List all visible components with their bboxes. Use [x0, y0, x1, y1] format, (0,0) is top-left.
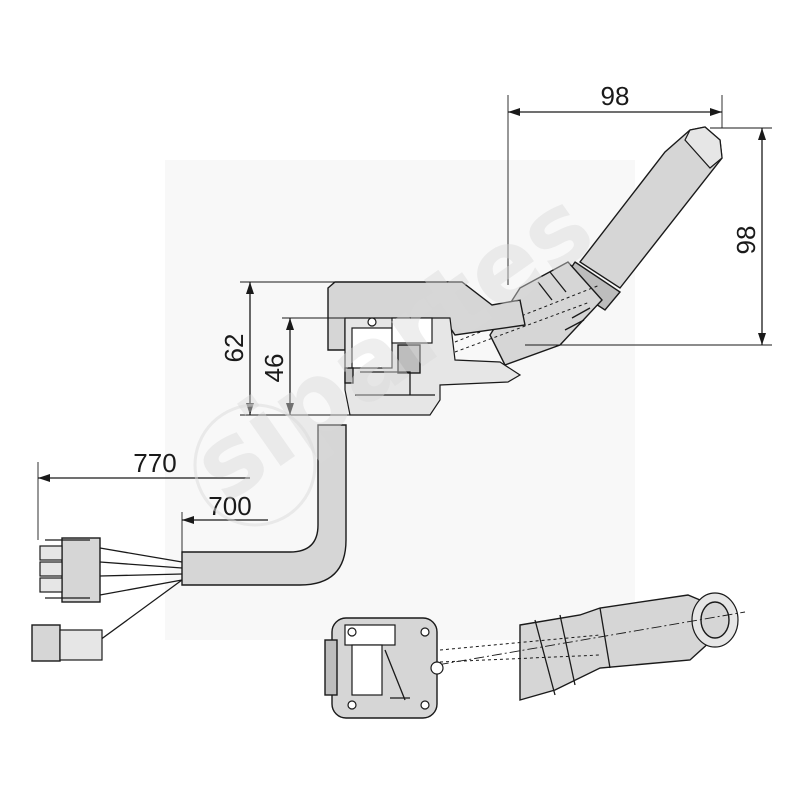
switch-tab: [344, 367, 354, 384]
dimension-cable-700: 700: [181, 491, 268, 552]
boot-rib-1: [537, 281, 553, 301]
switch-detail-line: [360, 371, 411, 395]
wire-4: [99, 579, 183, 596]
dimension-cable-770: 770: [37, 448, 250, 540]
wire-5: [99, 579, 183, 641]
boot-rib-3: [571, 307, 591, 319]
wire-2: [99, 561, 183, 569]
dimension-switch-46: 46: [259, 317, 345, 415]
switch-side-view: [327, 126, 723, 416]
lever-end-cap-inner: [700, 601, 730, 639]
lever-top-dotted: [439, 634, 601, 651]
wire-1: [99, 547, 183, 563]
wire-3: [99, 573, 183, 577]
dim-label-98-width: 98: [601, 81, 630, 111]
dim-label-770: 770: [133, 448, 176, 478]
switch-top-screw-1: [347, 627, 357, 637]
lever-rib-1: [534, 619, 556, 696]
lever-rib-3: [599, 607, 611, 669]
switch-top-view: [324, 592, 746, 719]
dimension-lever-width: 98: [507, 81, 723, 285]
lever-tip: [684, 126, 723, 169]
boot-rib-2: [549, 271, 567, 293]
switch-top-screw-2: [420, 627, 430, 637]
lever-rib-2: [559, 614, 576, 686]
multi-pin-connector: [39, 537, 101, 603]
switch-inner-block: [351, 327, 393, 369]
single-connector: [31, 624, 103, 662]
lever-top-dotted-2: [439, 654, 601, 663]
switch-connector-block: [391, 317, 433, 344]
cable-assembly: [31, 424, 347, 662]
switch-top-hole: [430, 661, 444, 675]
switch-side-tab: [324, 639, 338, 696]
switch-screw: [367, 317, 377, 327]
dimension-lever-height: 98: [525, 127, 772, 346]
switch-contact: [397, 344, 421, 374]
switch-top-screw-3: [347, 700, 357, 710]
boot-rib-4: [564, 319, 585, 331]
lever-centerline: [349, 611, 746, 681]
dim-label-98-height: 98: [731, 226, 761, 255]
dimension-switch-62: 62: [219, 281, 350, 416]
dim-label-62: 62: [219, 334, 249, 363]
dim-label-700: 700: [208, 491, 251, 521]
dim-label-46: 46: [259, 354, 289, 383]
switch-top-screw-4: [420, 700, 430, 710]
switch-top-detail: [384, 649, 406, 701]
lever-axis: [454, 284, 601, 343]
switch-top-inner: [351, 644, 383, 696]
switch-housing-upper: [327, 281, 526, 351]
cable-sheath: [181, 424, 347, 586]
